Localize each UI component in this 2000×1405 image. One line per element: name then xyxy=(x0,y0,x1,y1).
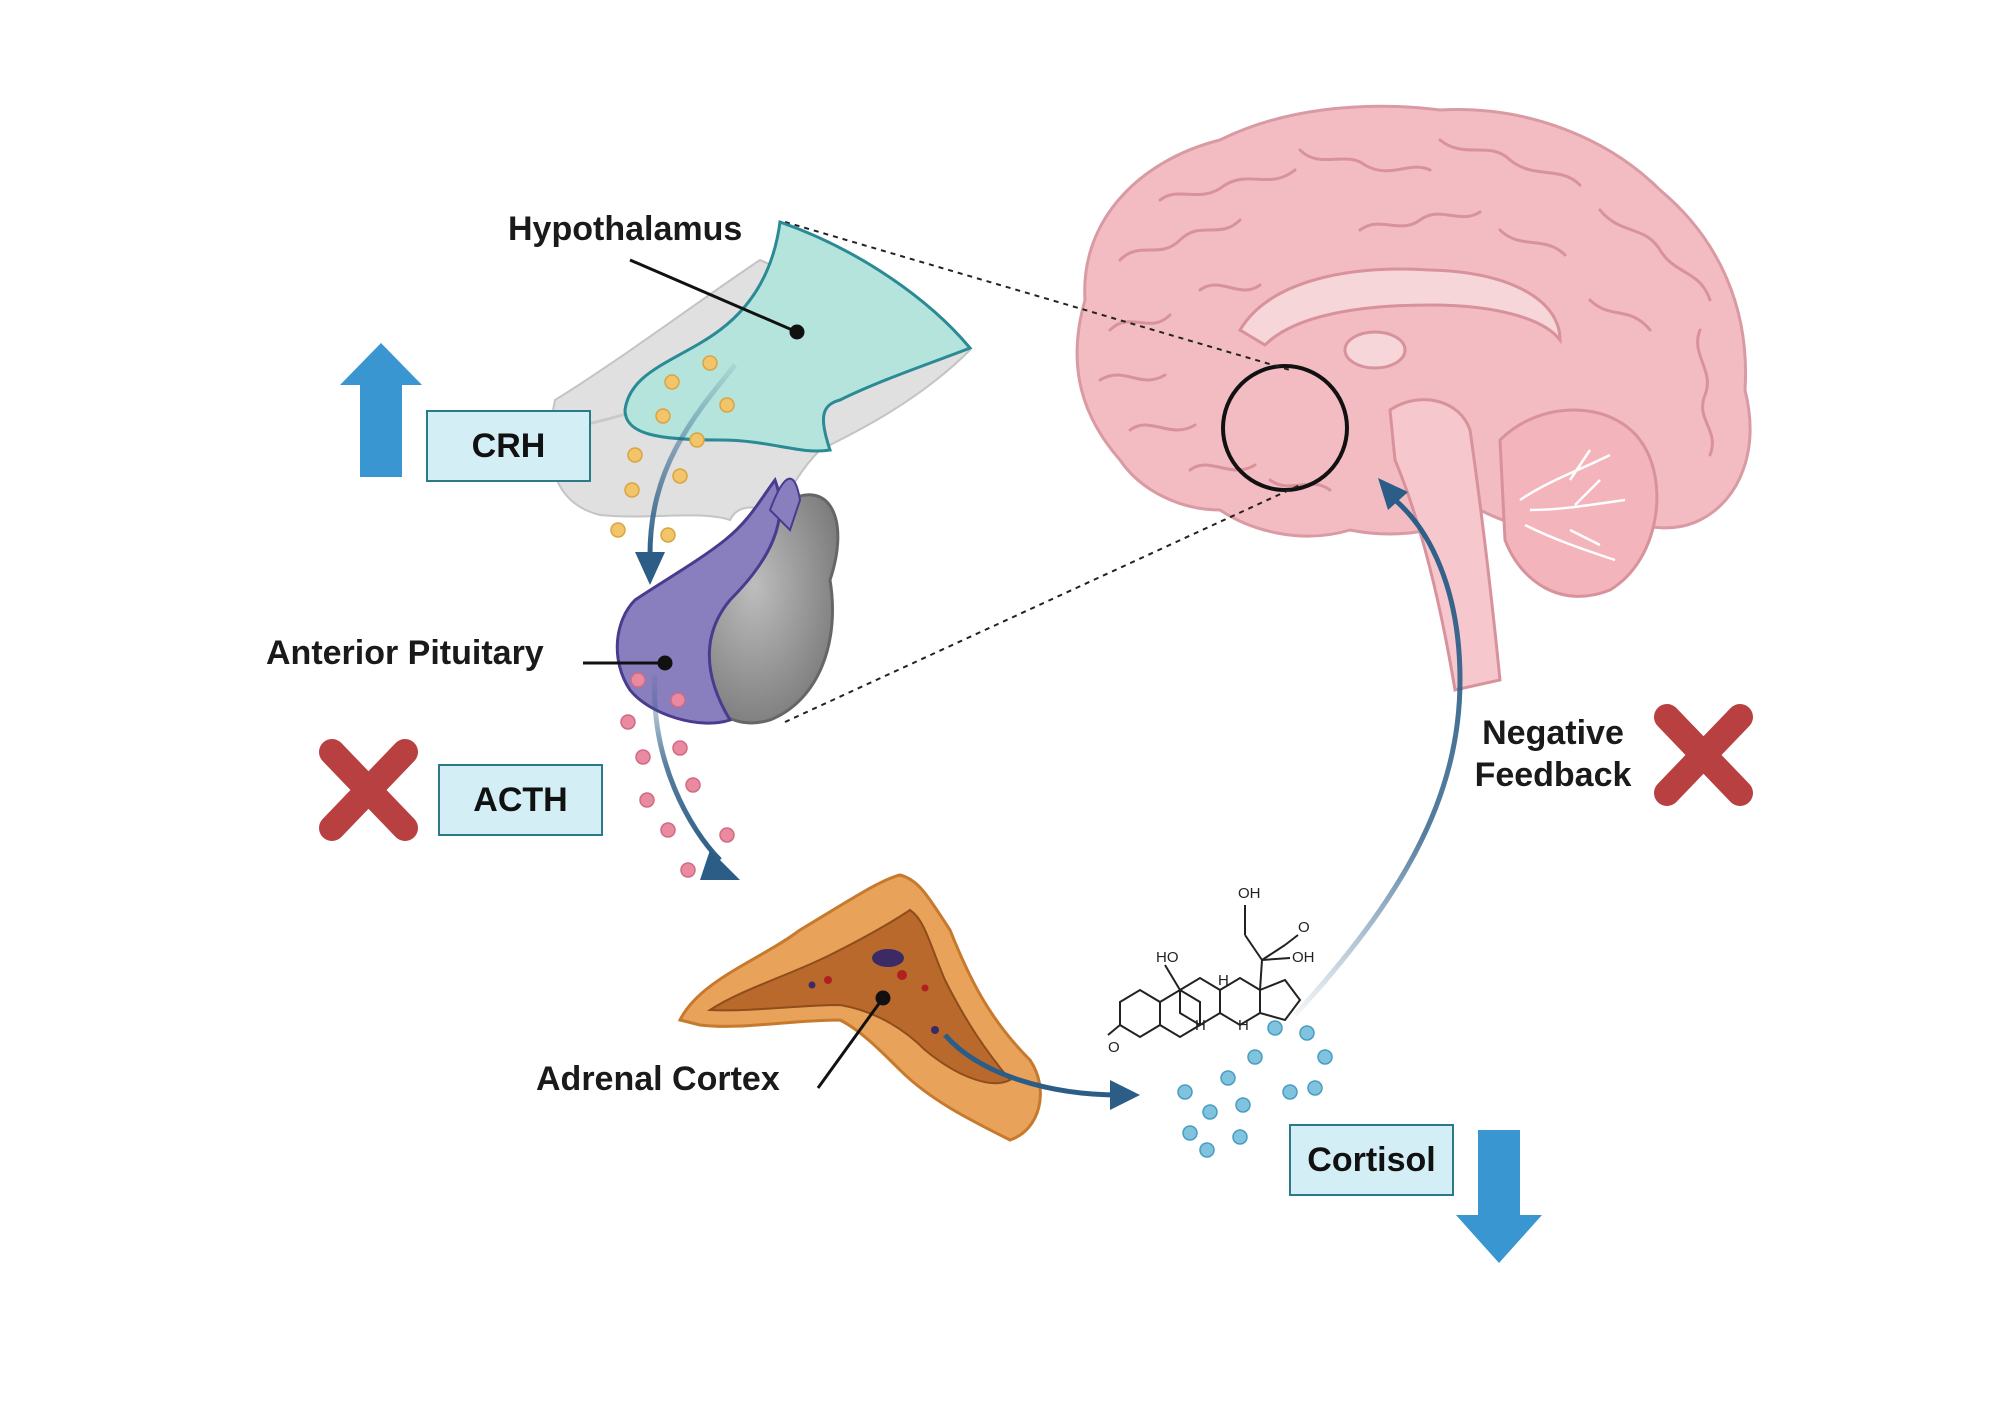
adrenal-inner xyxy=(706,908,1012,1085)
molecule-oh-right: OH xyxy=(1292,949,1315,966)
negative-feedback-label-line2: Feedback xyxy=(1474,756,1632,794)
acth-blocked-x-icon xyxy=(319,739,418,841)
cortisol-hormone-box: Cortisol xyxy=(1289,1124,1454,1196)
acth-flow-arrow xyxy=(652,674,722,862)
anterior-pituitary-label: Anterior Pituitary xyxy=(266,634,544,672)
molecule-o-ketone: O xyxy=(1298,919,1310,936)
crh-flow-arrow xyxy=(647,363,737,556)
adrenal-gland-illustration xyxy=(677,873,1042,1142)
crh-increase-arrow xyxy=(340,343,422,477)
negative-feedback-label-line1: Negative xyxy=(1482,714,1624,752)
hypothalamus-label: Hypothalamus xyxy=(508,210,743,248)
zoom-lines xyxy=(784,221,1301,723)
molecule-ho-left: HO xyxy=(1156,949,1179,966)
negative-feedback-arrowhead xyxy=(1378,478,1408,510)
molecule-h2: H xyxy=(1195,1017,1206,1034)
brain-illustration xyxy=(1075,104,1752,692)
cortisol-arrowhead xyxy=(1110,1080,1140,1110)
molecule-oh-top: OH xyxy=(1238,885,1261,902)
brainstem xyxy=(1388,398,1502,692)
hypothalamus-highlight-circle xyxy=(1221,364,1349,492)
hypothalamus-pituitary-illustration xyxy=(549,219,973,725)
cortisol-flow-arrow xyxy=(943,1033,1121,1098)
thalamus xyxy=(1343,330,1407,370)
cortisol-molecules xyxy=(1177,1020,1333,1158)
molecule-h3: H xyxy=(1238,1017,1249,1034)
crh-hormone-box: CRH xyxy=(426,410,591,482)
corpus-callosum xyxy=(1237,267,1562,347)
arbor-vitae xyxy=(1519,449,1626,562)
label-pointers xyxy=(583,258,891,1089)
acth-hormone-box: ACTH xyxy=(438,764,603,836)
acth-arrowhead xyxy=(700,850,740,880)
adrenal-cortex-label: Adrenal Cortex xyxy=(536,1060,780,1098)
brain-gyri xyxy=(1098,138,1714,492)
cortisol-structure xyxy=(1107,905,1302,1039)
adrenal-vessel xyxy=(872,949,904,967)
cortisol-decrease-arrow xyxy=(1456,1130,1542,1263)
molecule-h1: H xyxy=(1218,972,1229,989)
pituitary-stalk xyxy=(768,477,802,532)
feedback-blocked-x-icon xyxy=(1654,704,1753,806)
negative-feedback-arrow xyxy=(1293,498,1463,1017)
crh-molecules xyxy=(610,355,735,543)
cortisol-structure-labels: OH O HO OH H H H O xyxy=(1108,885,1315,1056)
acth-molecules xyxy=(620,672,735,878)
molecule-o-ring: O xyxy=(1108,1039,1120,1056)
crh-arrowhead xyxy=(635,552,665,585)
